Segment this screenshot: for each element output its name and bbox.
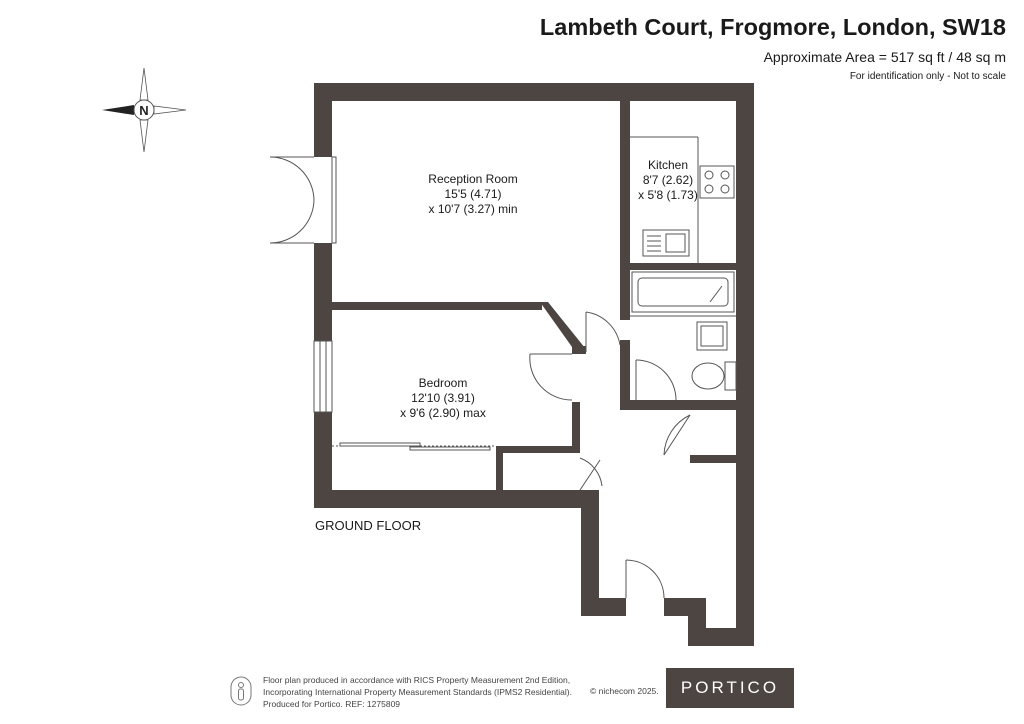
window [313, 340, 333, 413]
footer-line: Floor plan produced in accordance with R… [263, 675, 571, 685]
approximate-area: Approximate Area = 517 sq ft / 48 sq m [763, 49, 1006, 65]
room-label-reception: Reception Room 15'5 (4.71) x 10'7 (3.27)… [428, 172, 517, 217]
room-name: Bedroom [418, 376, 468, 390]
floor-label: GROUND FLOOR [315, 518, 422, 533]
scale-note: For identification only - Not to scale [849, 71, 1006, 82]
info-person-icon [230, 676, 252, 706]
brand-logo: PORTICO [666, 668, 794, 708]
compass-north-label: N [139, 103, 148, 118]
walls [314, 83, 754, 646]
footer-line: Produced for Portico. REF: 1275809 [263, 699, 401, 709]
room-dimension: 12'10 (3.91) [411, 391, 475, 405]
room-dimension: x 5'8 (1.73) [638, 188, 698, 202]
footer-line: Incorporating International Property Mea… [263, 687, 572, 697]
compass-icon [102, 67, 187, 153]
wardrobe-doors [332, 442, 496, 451]
room-name: Kitchen [647, 158, 689, 172]
room-label-bedroom: Bedroom 12'10 (3.91) x 9'6 (2.90) max [400, 376, 486, 421]
room-dimension: x 9'6 (2.90) max [400, 406, 486, 420]
property-title: Lambeth Court, Frogmore, London, SW18 [539, 14, 1006, 40]
copyright: © nichecom 2025. [590, 686, 659, 696]
french-door [269, 156, 337, 244]
room-dimension: 15'5 (4.71) [444, 187, 502, 201]
bathroom-fixtures [630, 271, 737, 391]
kitchen-fixtures [630, 136, 735, 263]
room-dimension: 8'7 (2.62) [642, 173, 694, 187]
room-label-kitchen: Kitchen 8'7 (2.62) x 5'8 (1.73) [638, 158, 698, 203]
footer-text: Floor plan produced in accordance with R… [263, 674, 572, 710]
room-dimension: x 10'7 (3.27) min [428, 202, 518, 216]
room-name: Reception Room [428, 172, 518, 186]
door-swings [529, 311, 691, 599]
